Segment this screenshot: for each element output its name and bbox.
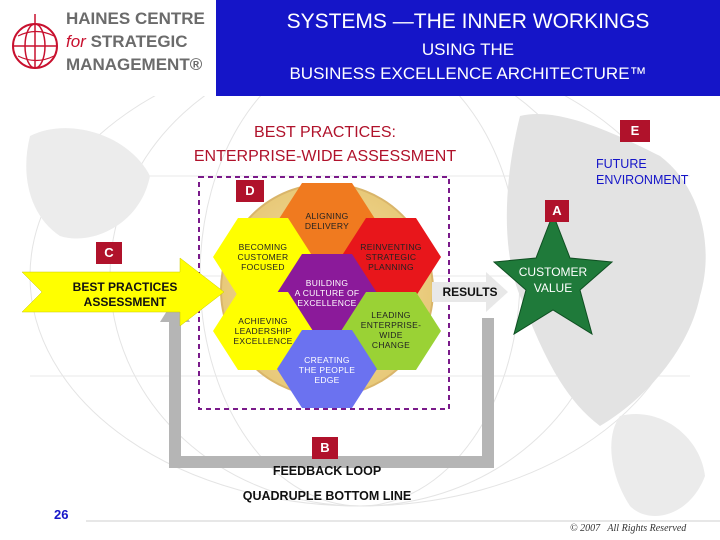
customer-value-star	[492, 212, 614, 336]
feedback-loop-label: FEEDBACK LOOP	[272, 464, 382, 478]
hex-creating-l2: THE PEOPLE	[298, 365, 356, 375]
hex-creating	[277, 330, 377, 408]
hex-becoming-text: BECOMING CUSTOMER FOCUSED	[213, 242, 313, 272]
hex-creating-l3: EDGE	[314, 375, 340, 385]
globe-logo-icon	[10, 6, 60, 78]
hex-creating-l1: CREATING	[304, 355, 350, 365]
logo-strategic: STRATEGIC	[90, 32, 188, 51]
hex-reinventing-l3: PLANNING	[368, 262, 414, 272]
feedback-loop-arrow	[169, 316, 494, 468]
hex-creating-text: CREATING THE PEOPLE EDGE	[277, 355, 377, 385]
hex-building-text: BUILDING A CULTURE OF EXCELLENCE	[277, 278, 377, 308]
hex-becoming-l1: BECOMING	[238, 242, 288, 252]
hex-aligning-text: ALIGNING DELIVERY	[277, 211, 377, 231]
hex-building-l3: EXCELLENCE	[297, 298, 357, 308]
hex-reinventing-text: REINVENTING STRATEGIC PLANNING	[341, 242, 441, 272]
hex-achieving	[213, 292, 313, 370]
customer-value-label: CUSTOMER VALUE	[508, 264, 598, 296]
footer-divider	[86, 520, 720, 522]
hex-leading-text: LEADING ENTERPRISE- WIDE CHANGE	[341, 310, 441, 350]
customer-value-line-1: CUSTOMER	[518, 265, 588, 279]
page-number: 26	[54, 507, 69, 522]
world-map-background	[26, 96, 706, 516]
hex-leading-l2: ENTERPRISE-	[360, 320, 422, 330]
label-c: C	[96, 242, 122, 264]
hex-reinventing-l2: STRATEGIC	[365, 252, 417, 262]
hex-building	[277, 254, 377, 332]
assessment-arrow	[21, 257, 225, 327]
hex-building-l1: BUILDING	[305, 278, 349, 288]
logo-line-2: for STRATEGIC	[66, 32, 188, 52]
page-subtitle-2: BUSINESS EXCELLENCE ARCHITECTURE™	[289, 64, 647, 83]
customer-value-line-2: VALUE	[533, 281, 573, 295]
header-bar: SYSTEMS —THE INNER WORKINGS USING THE BU…	[216, 0, 720, 96]
logo: HAINES CENTRE for STRATEGIC MANAGEMENT®	[0, 0, 216, 96]
label-a: A	[545, 200, 569, 222]
hex-reinventing-l1: REINVENTING	[360, 242, 422, 252]
hex-becoming-l3: FOCUSED	[241, 262, 285, 272]
best-practices-heading-2: ENTERPRISE-WIDE ASSESSMENT	[193, 148, 457, 165]
future-line-1: FUTURE	[596, 157, 647, 171]
assessment-line-2: ASSESSMENT	[83, 295, 167, 309]
hex-leading-l4: CHANGE	[371, 340, 411, 350]
future-environment: FUTURE ENVIRONMENT	[596, 156, 688, 188]
hex-becoming-l2: CUSTOMER	[237, 252, 289, 262]
label-e: E	[620, 120, 650, 142]
hex-leading	[341, 292, 441, 370]
logo-line-1: HAINES CENTRE	[66, 9, 205, 28]
hex-aligning-l1: ALIGNING	[305, 211, 349, 221]
hex-achieving-text: ACHIEVING LEADERSHIP EXCELLENCE	[213, 316, 313, 346]
copyright: © 2007 All Rights Reserved	[570, 523, 687, 534]
hex-leading-l3: WIDE	[379, 330, 403, 340]
page-subtitle-1: USING THE	[421, 40, 515, 59]
results-arrow	[432, 272, 508, 312]
page-title: SYSTEMS —THE INNER WORKINGS	[286, 10, 650, 33]
logo-line-3: MANAGEMENT®	[66, 55, 203, 74]
results-label: RESULTS	[442, 285, 498, 299]
quadruple-bottom-line-label: QUADRUPLE BOTTOM LINE	[242, 489, 412, 503]
assessment-line-1: BEST PRACTICES	[72, 280, 178, 294]
hex-achieving-l2: LEADERSHIP	[234, 326, 292, 336]
label-d: D	[236, 180, 264, 202]
hex-building-l2: A CULTURE OF	[294, 288, 360, 298]
assessment-label: BEST PRACTICES ASSESSMENT	[60, 280, 190, 310]
logo-for: for	[66, 32, 86, 51]
hex-aligning-l2: DELIVERY	[304, 221, 350, 231]
future-line-2: ENVIRONMENT	[596, 173, 689, 187]
hex-achieving-l3: EXCELLENCE	[233, 336, 293, 346]
hex-leading-l1: LEADING	[371, 310, 411, 320]
label-b: B	[312, 437, 338, 459]
best-practices-heading-1: BEST PRACTICES:	[254, 124, 396, 141]
hex-achieving-l1: ACHIEVING	[238, 316, 288, 326]
